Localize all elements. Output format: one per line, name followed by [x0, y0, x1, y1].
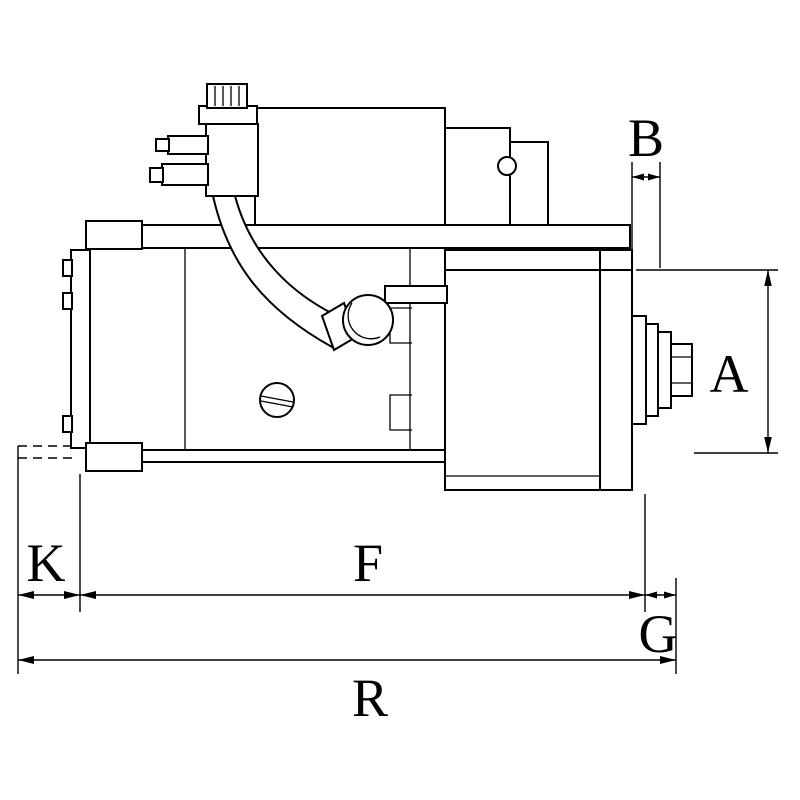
- dim-label-r: R: [352, 668, 388, 728]
- arrow-left-icon: [80, 591, 96, 599]
- arrow-right-icon: [629, 591, 645, 599]
- arrow-down-icon: [764, 437, 772, 453]
- solenoid: [149, 83, 549, 226]
- mounting-foot-top: [85, 220, 143, 250]
- dim-label-a: A: [710, 344, 749, 404]
- terminal-strap: [384, 285, 448, 304]
- arrow-left-icon: [632, 173, 644, 181]
- dimension-r: R: [18, 656, 676, 728]
- dimension-k-f-g: K F G: [18, 533, 678, 664]
- arrow-right-icon: [664, 591, 676, 599]
- cable-boot: [342, 294, 394, 346]
- arrow-right-icon: [648, 173, 660, 181]
- solenoid-bracket: [205, 123, 259, 197]
- dim-label-k: K: [27, 533, 66, 593]
- left-end-plate: [62, 220, 143, 472]
- dimension-a: A: [636, 269, 778, 454]
- dim-label-f: F: [353, 533, 383, 593]
- screw-head: [259, 382, 295, 418]
- arrow-right-icon: [64, 591, 80, 599]
- dimension-b: B: [628, 108, 664, 268]
- dim-label-g: G: [639, 604, 678, 664]
- drive-housing: [444, 249, 633, 491]
- arrow-left-icon: [18, 591, 34, 599]
- extension-lines-bottom: [17, 446, 677, 674]
- mounting-foot-bottom: [85, 442, 143, 472]
- solenoid-bolt: [497, 156, 517, 176]
- pinion-shaft: [631, 315, 693, 425]
- dim-label-b: B: [628, 108, 664, 168]
- arrow-left-icon: [645, 591, 657, 599]
- terminal-studs: [149, 135, 209, 186]
- arrow-right-icon: [660, 656, 676, 664]
- arrow-left-icon: [18, 656, 34, 664]
- terminal-cap: [206, 83, 248, 109]
- arrow-up-icon: [764, 270, 772, 286]
- hidden-shaft-dashed-lines: [18, 445, 76, 459]
